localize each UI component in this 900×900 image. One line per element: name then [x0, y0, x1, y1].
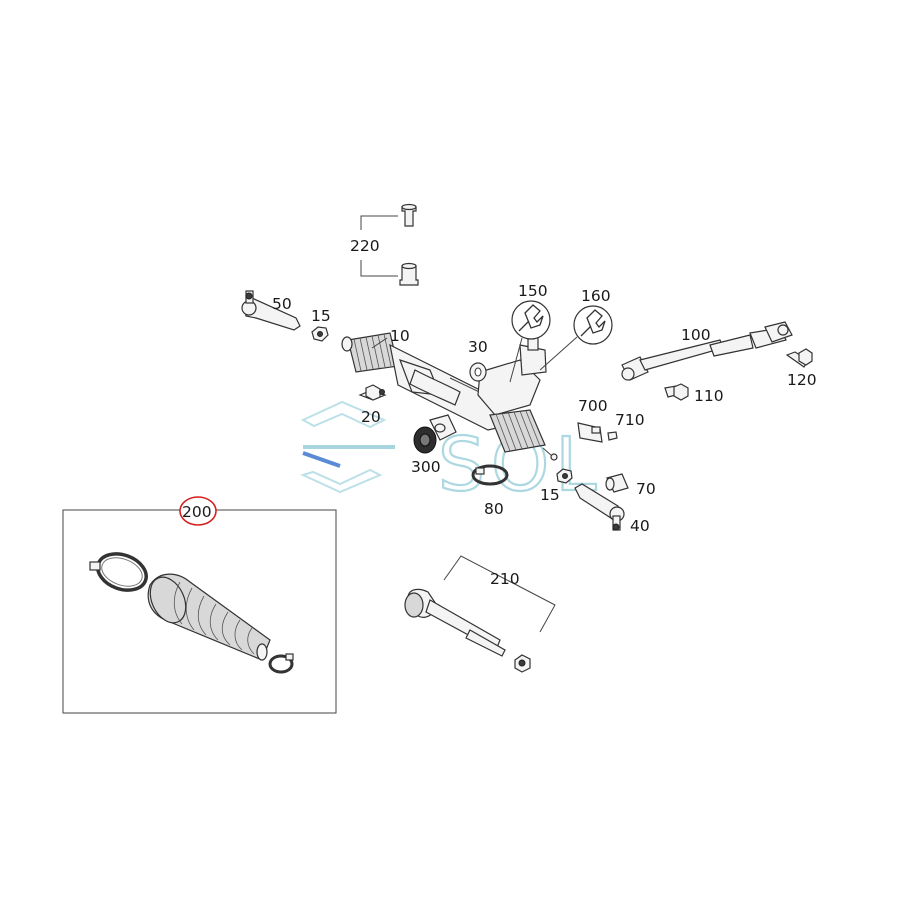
part-200-small-clamp: [268, 653, 294, 674]
part-120-bolt: [785, 348, 813, 368]
callout-10: 10: [390, 327, 410, 345]
part-80-clamp: [471, 464, 509, 486]
callout-40: 40: [630, 517, 650, 535]
callout-50: 50: [272, 295, 292, 313]
callout-210: 210: [490, 570, 520, 588]
part-100-intermediate-shaft: [621, 321, 793, 381]
part-300-gear: [413, 426, 437, 454]
part-20-bolt: [358, 384, 387, 401]
watermark-logo: [300, 400, 395, 494]
callout-100: 100: [681, 326, 711, 344]
callout-710: 710: [615, 411, 645, 429]
part-210-inner-tie-rod: [404, 555, 556, 673]
callout-70: 70: [636, 480, 656, 498]
part-15-nut-right: [556, 468, 573, 484]
part-200-highlight-circle: [179, 496, 217, 526]
part-30-washer: [469, 362, 487, 382]
part-110-bolt: [664, 383, 689, 401]
callout-200: 200: [182, 503, 212, 521]
wrench-icon-160: [573, 305, 613, 345]
part-200-bellows-boot: [147, 573, 271, 661]
callout-220: 220: [350, 237, 380, 255]
part-200-large-clamp: [89, 552, 148, 592]
callout-15-upper: 15: [311, 307, 331, 325]
callout-300: 300: [411, 458, 441, 476]
part-700-bracket: [577, 422, 603, 443]
wrench-icon-150: [511, 300, 551, 340]
part-10-steering-rack: [341, 329, 558, 461]
part-40-tie-rod-end: [574, 483, 625, 531]
part-220-bushings: [360, 203, 419, 286]
callout-150: 150: [518, 282, 548, 300]
callout-110: 110: [694, 387, 724, 405]
callout-700: 700: [578, 397, 608, 415]
part-70-cap: [605, 473, 629, 493]
part-15-nut-left: [311, 326, 329, 342]
callout-15-lower: 15: [540, 486, 560, 504]
callout-160: 160: [581, 287, 611, 305]
part-710-screw: [607, 431, 618, 441]
callout-80: 80: [484, 500, 504, 518]
callout-30: 30: [468, 338, 488, 356]
callout-120: 120: [787, 371, 817, 389]
callout-20: 20: [361, 408, 381, 426]
part-50-tie-rod-end: [241, 290, 301, 331]
